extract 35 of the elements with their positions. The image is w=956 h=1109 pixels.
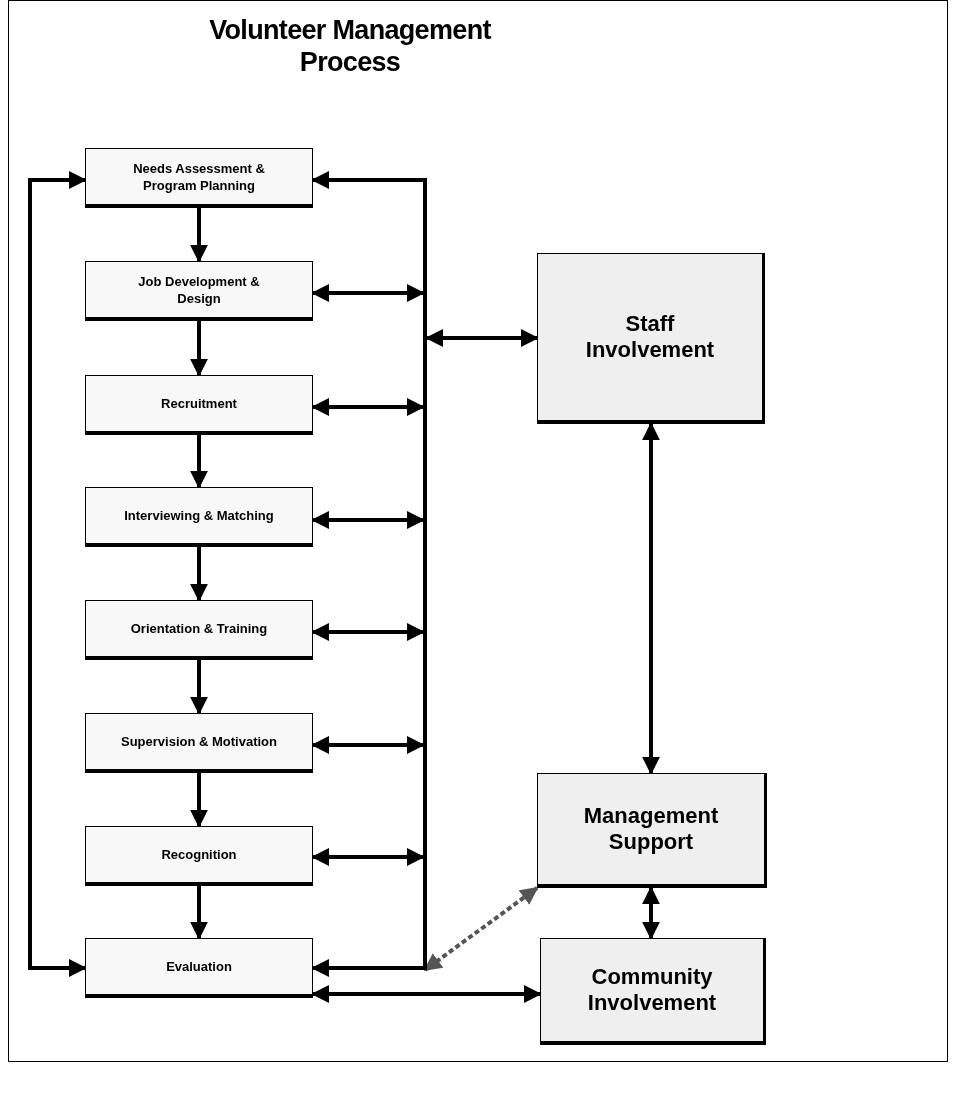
box-label: Staff Involvement <box>584 311 716 363</box>
box-label: Job Development & Design <box>137 272 261 307</box>
process-box <box>85 826 313 886</box>
box-label: Needs Assessment & Program Planning <box>132 159 266 194</box>
arrow <box>642 422 660 775</box>
box-label: Recognition <box>160 846 238 863</box>
arrow <box>425 329 539 347</box>
process-box <box>85 600 313 660</box>
arrow <box>190 886 208 940</box>
arrow <box>190 435 208 489</box>
box-label: Supervision & Motivation <box>120 733 278 750</box>
box-label: Management Support <box>582 803 720 855</box>
arrow <box>190 547 208 602</box>
process-box <box>85 148 313 208</box>
process-box <box>85 375 313 435</box>
arrow <box>423 886 539 972</box>
process-box <box>540 938 766 1045</box>
arrow <box>190 208 208 263</box>
process-box <box>85 938 313 998</box>
arrow <box>28 171 87 977</box>
process-box <box>85 261 313 321</box>
arrow <box>190 660 208 715</box>
process-box <box>85 713 313 773</box>
box-label: Community Involvement <box>586 964 718 1016</box>
diagram-title: Volunteer Management Process <box>208 14 493 78</box>
process-box <box>537 773 767 888</box>
arrow <box>190 321 208 377</box>
box-label: Interviewing & Matching <box>123 507 275 524</box>
box-label: Recruitment <box>160 395 238 412</box>
process-box <box>537 253 765 424</box>
box-label: Orientation & Training <box>129 620 269 637</box>
process-box <box>85 487 313 547</box>
arrow <box>642 886 660 940</box>
arrow <box>190 773 208 828</box>
box-label: Evaluation <box>165 958 233 975</box>
